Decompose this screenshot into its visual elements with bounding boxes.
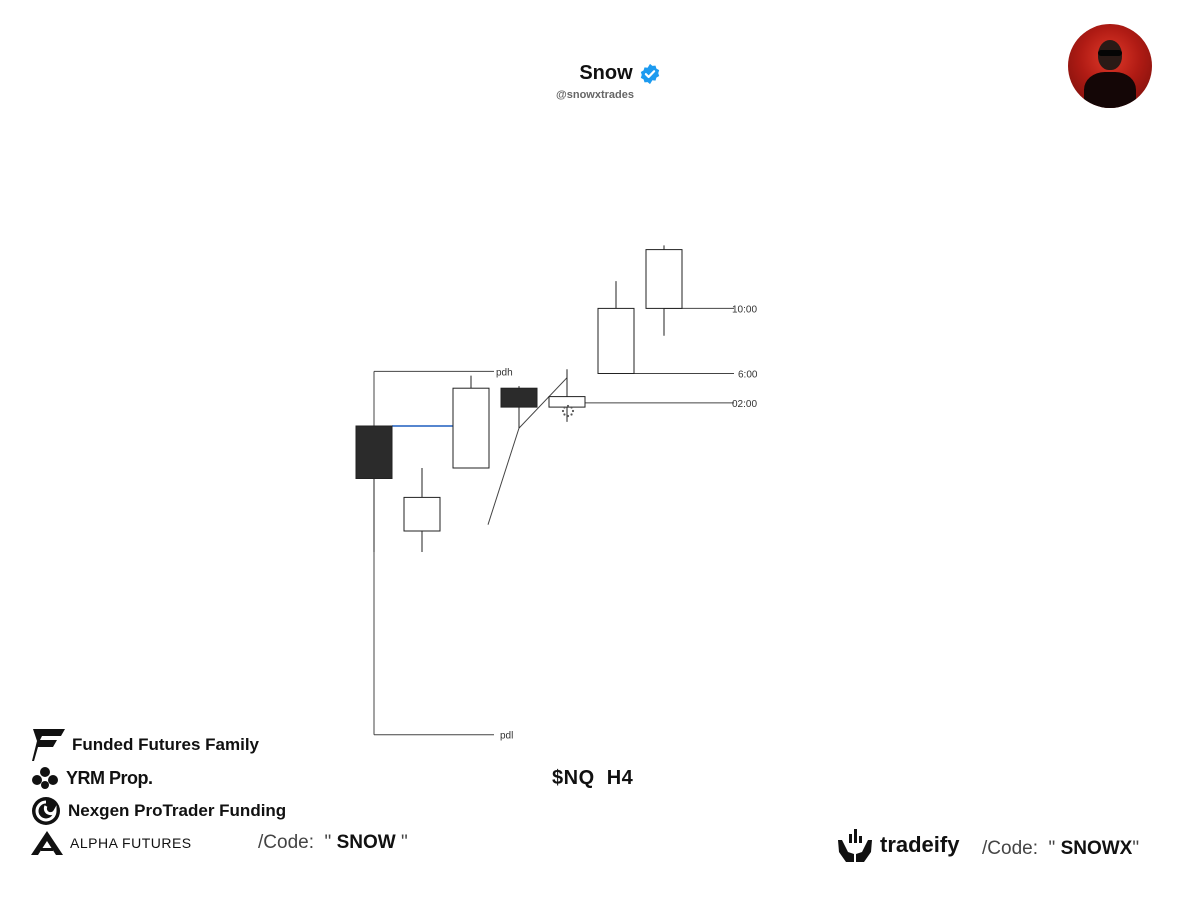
verified-badge-icon (640, 63, 659, 84)
nexgen-logo-icon (32, 797, 60, 825)
promo-code-left[interactable]: /Code: " SNOW " (258, 832, 408, 854)
tradeify-brand: tradeify (880, 832, 960, 857)
spinner-dot-3 (563, 413, 566, 416)
sponsor-tradeify[interactable]: tradeify (836, 826, 959, 864)
candle-body-4 (548, 396, 586, 408)
chart-title: $NQ H4 (552, 767, 634, 789)
avatar-body (1084, 72, 1136, 108)
spinner-dot-4 (561, 409, 565, 413)
candle-body-2 (452, 387, 490, 469)
sponsor-yrm-prop[interactable]: YRM Prop. (30, 765, 153, 791)
avatar-sunglasses (1098, 50, 1122, 56)
spinner-dot-7 (570, 406, 573, 409)
level-label-2: 10:00 (732, 304, 757, 315)
code-suffix: " (395, 832, 408, 853)
spinner-dot-1 (570, 413, 573, 416)
sponsor-alpha-futures[interactable]: ALPHA FUTURES (30, 830, 192, 856)
sponsor-name: YRM Prop. (66, 767, 153, 788)
candle-body-0 (355, 425, 393, 479)
code-value: SNOW (336, 832, 396, 853)
tradeify-hands-icon (838, 829, 872, 862)
candle-body-1 (403, 496, 441, 532)
candle-body-6 (645, 249, 683, 309)
candle-body-5 (597, 307, 635, 374)
sponsor-name: Nexgen ProTrader Funding (68, 801, 287, 820)
profile-handle[interactable]: @snowxtrades (556, 89, 634, 101)
level-label-0: pdh (496, 367, 513, 378)
fff-logo-icon (32, 729, 65, 761)
code-suffix: " (1132, 838, 1140, 859)
sponsor-name: Funded Futures Family (72, 735, 260, 754)
candle-body-3 (500, 387, 538, 408)
spinner-dot-5 (563, 406, 566, 409)
code-prefix: /Code: " (982, 838, 1061, 859)
spinner-dot-2 (566, 414, 570, 418)
promo-code-right[interactable]: /Code: " SNOWX" (982, 838, 1139, 860)
code-prefix: /Code: " (258, 832, 337, 853)
profile-name[interactable]: Snow (579, 62, 660, 85)
yrm-logo-icon (32, 767, 58, 789)
alpha-logo-icon (31, 831, 63, 855)
code-value: SNOWX (1060, 838, 1133, 859)
header: Snow (520, 62, 720, 85)
spinner-dot-6 (566, 404, 570, 408)
sponsor-nexgen[interactable]: Nexgen ProTrader Funding (30, 795, 286, 827)
level-label-1: pdl (500, 731, 513, 742)
level-label-3: 6:00 (738, 370, 758, 381)
avatar[interactable] (1068, 24, 1152, 108)
profile-name-text: Snow (579, 62, 633, 84)
level-label-4: 02:00 (732, 399, 757, 410)
sponsor-name: ALPHA FUTURES (70, 835, 192, 851)
spinner-dot-0 (571, 409, 575, 413)
sponsor-funded-futures-family[interactable]: Funded Futures Family (30, 727, 259, 763)
